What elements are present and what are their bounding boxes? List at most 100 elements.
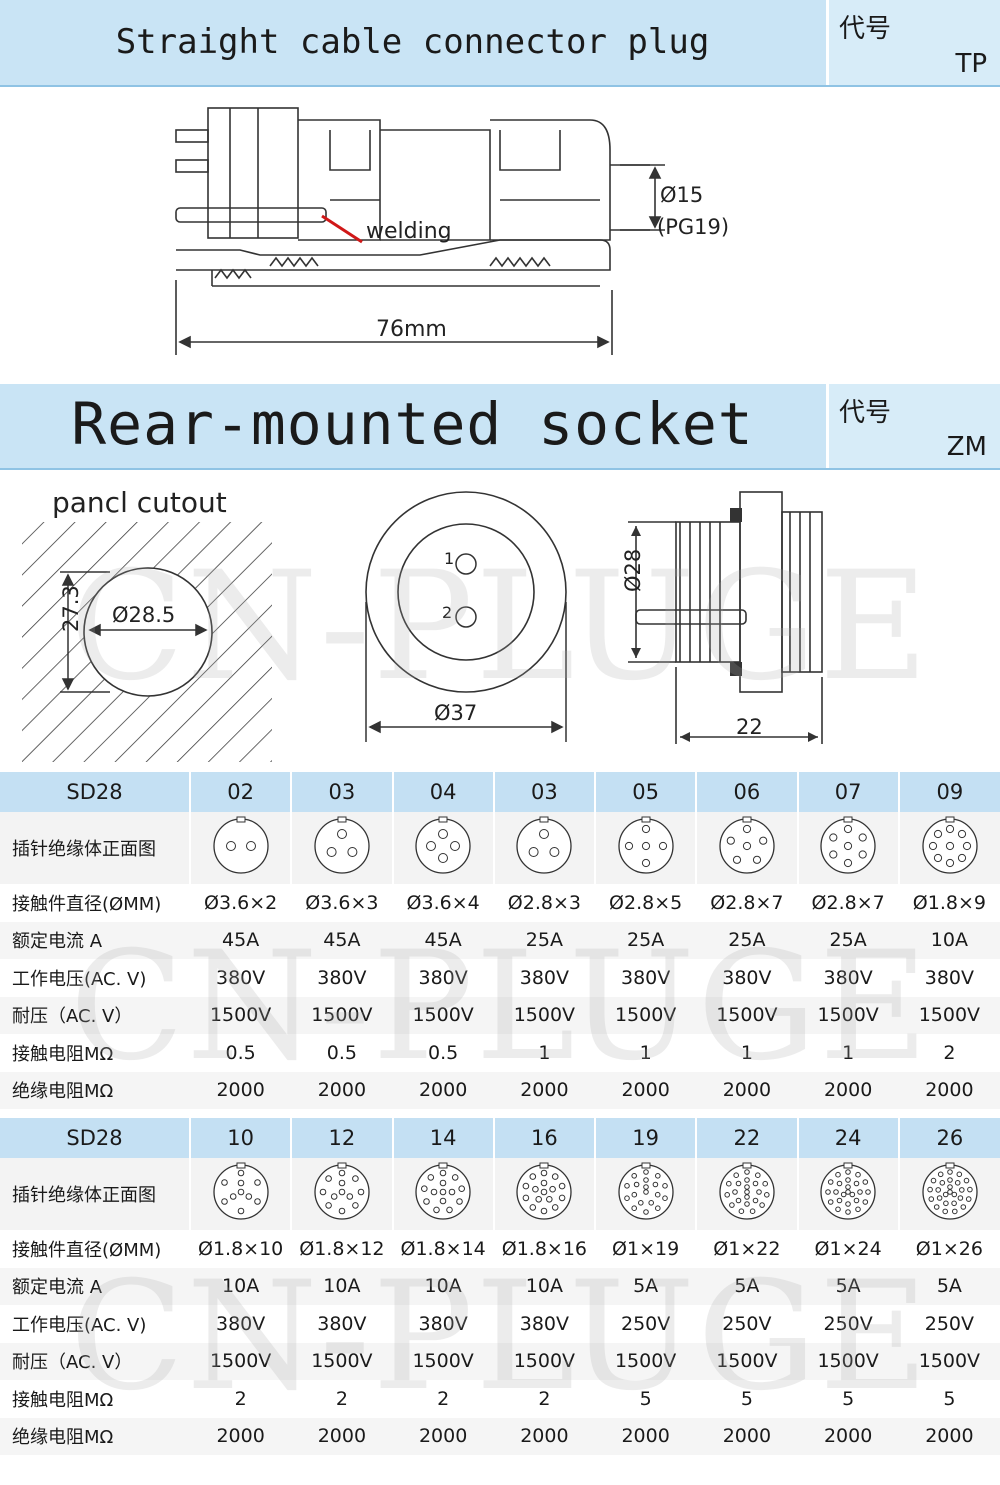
pin-hole bbox=[735, 1180, 742, 1186]
plug-code-label: 代号 bbox=[839, 14, 892, 44]
column-header: 26 bbox=[897, 1118, 1000, 1158]
pin-hole bbox=[642, 1168, 649, 1175]
cutout-hole bbox=[83, 567, 213, 697]
spec-cell: Ø1×19 bbox=[612, 1237, 680, 1260]
pin-hole bbox=[336, 828, 347, 839]
row-label: 工作电压(AC. V) bbox=[12, 968, 147, 990]
pin-hole bbox=[458, 1184, 466, 1192]
spec-cell: 2 bbox=[437, 1387, 450, 1410]
pin-hole bbox=[346, 1192, 353, 1200]
pin-hole bbox=[845, 1188, 851, 1195]
socket-code-label: 代号 bbox=[839, 398, 892, 428]
cutout-dia-label: Ø28.5 bbox=[112, 603, 175, 627]
spec-cell: Ø3.6×3 bbox=[305, 891, 379, 914]
spec-cell: 2 bbox=[943, 1041, 956, 1064]
spec-cell: 1500V bbox=[291, 1342, 393, 1380]
insulator-outline bbox=[820, 817, 876, 874]
pin-hole bbox=[845, 1176, 851, 1183]
pin-hole bbox=[559, 1194, 566, 1201]
insulator-outline bbox=[314, 817, 370, 874]
spec-cell: 2000 bbox=[392, 1071, 494, 1109]
pin-hole bbox=[927, 1186, 933, 1192]
spec-cell: 380V bbox=[620, 966, 671, 989]
pin-hole bbox=[439, 1197, 447, 1204]
pin-hole bbox=[541, 1169, 548, 1176]
pin-hole bbox=[945, 858, 954, 867]
pin-hole bbox=[744, 1168, 750, 1175]
spec-cell: 10A bbox=[190, 1267, 292, 1305]
pin-hole bbox=[225, 840, 236, 851]
pin-hole bbox=[956, 1171, 962, 1177]
insulator-outline bbox=[415, 1163, 471, 1220]
spec-cell: 5 bbox=[842, 1387, 855, 1410]
pin-hole bbox=[845, 1200, 851, 1207]
pin-hole bbox=[654, 1191, 661, 1198]
pin-hole bbox=[957, 1194, 964, 1201]
insulator-outline bbox=[922, 817, 978, 874]
pin-hole bbox=[522, 1194, 530, 1201]
spec-cell: Ø1.8×16 bbox=[501, 1237, 588, 1260]
pin-hole bbox=[844, 858, 853, 867]
pin-hole bbox=[942, 1191, 949, 1197]
pin-diagram bbox=[188, 812, 292, 884]
pin-diagram bbox=[391, 1158, 494, 1230]
spec-cell: 2 bbox=[335, 1387, 348, 1410]
spec-cell: Ø1.8×10 bbox=[197, 1237, 284, 1260]
socket-flange bbox=[365, 491, 567, 693]
pin-hole bbox=[529, 1172, 537, 1180]
pin-hole bbox=[749, 1207, 756, 1214]
pin-hole bbox=[947, 1188, 953, 1195]
series-cell: SD28 bbox=[0, 1118, 190, 1158]
pin-hole bbox=[960, 1203, 966, 1210]
row-label: 插针绝缘体正面图 bbox=[0, 1158, 190, 1230]
pin-hole bbox=[427, 1173, 435, 1181]
pin-hole bbox=[237, 1207, 244, 1214]
pin-hole bbox=[245, 840, 256, 851]
pin-hole bbox=[928, 841, 937, 850]
spec-cell: 25A bbox=[493, 921, 595, 959]
pin-hole bbox=[351, 1201, 359, 1209]
pin-diagram bbox=[897, 812, 1000, 884]
spec-cell: 5 bbox=[943, 1387, 956, 1410]
pin-hole bbox=[942, 1208, 948, 1214]
welding-pointer bbox=[321, 214, 363, 244]
spec-cell: 1500V bbox=[797, 1342, 899, 1380]
pin-hole bbox=[756, 1188, 762, 1195]
key-notch bbox=[337, 816, 347, 822]
insulator-outline bbox=[314, 1163, 370, 1220]
key-notch bbox=[539, 816, 549, 822]
spec-cell: 380V bbox=[519, 966, 569, 989]
pin-hole bbox=[762, 1180, 768, 1187]
pin-hole bbox=[738, 1207, 745, 1214]
pin-hole bbox=[933, 1203, 940, 1210]
spec-cell: 250V bbox=[924, 1312, 974, 1335]
pin-hole bbox=[559, 1182, 566, 1189]
pin-hole bbox=[448, 1188, 456, 1195]
spec-cell: 25A bbox=[595, 921, 697, 959]
pin-hole bbox=[426, 840, 437, 851]
body-length-label: 22 bbox=[736, 715, 763, 739]
spec-cell: 1500V bbox=[595, 1342, 697, 1380]
series-cell: SD28 bbox=[0, 772, 190, 812]
spec-cell: 5A bbox=[898, 1267, 1000, 1305]
pin-hole bbox=[726, 836, 735, 845]
pin-diagram bbox=[290, 1158, 393, 1230]
pin-hole bbox=[446, 1206, 453, 1213]
pin-hole bbox=[552, 1203, 559, 1211]
insulator-outline bbox=[212, 817, 269, 874]
spec-cell: 10A bbox=[291, 1267, 393, 1305]
column-header: 02 bbox=[188, 772, 292, 812]
insulator-outline bbox=[415, 817, 471, 874]
pin-hole bbox=[853, 1180, 860, 1186]
spec-cell: 45A bbox=[190, 921, 292, 959]
pin-hole bbox=[641, 824, 650, 833]
pin-hole bbox=[253, 1178, 261, 1186]
pin-hole bbox=[351, 1174, 359, 1182]
insulator-outline bbox=[719, 817, 775, 874]
spec-cell: 0.5 bbox=[428, 1041, 459, 1064]
pin-diagram bbox=[897, 1158, 1000, 1230]
socket-title: Rear-mounted socket bbox=[71, 390, 754, 458]
